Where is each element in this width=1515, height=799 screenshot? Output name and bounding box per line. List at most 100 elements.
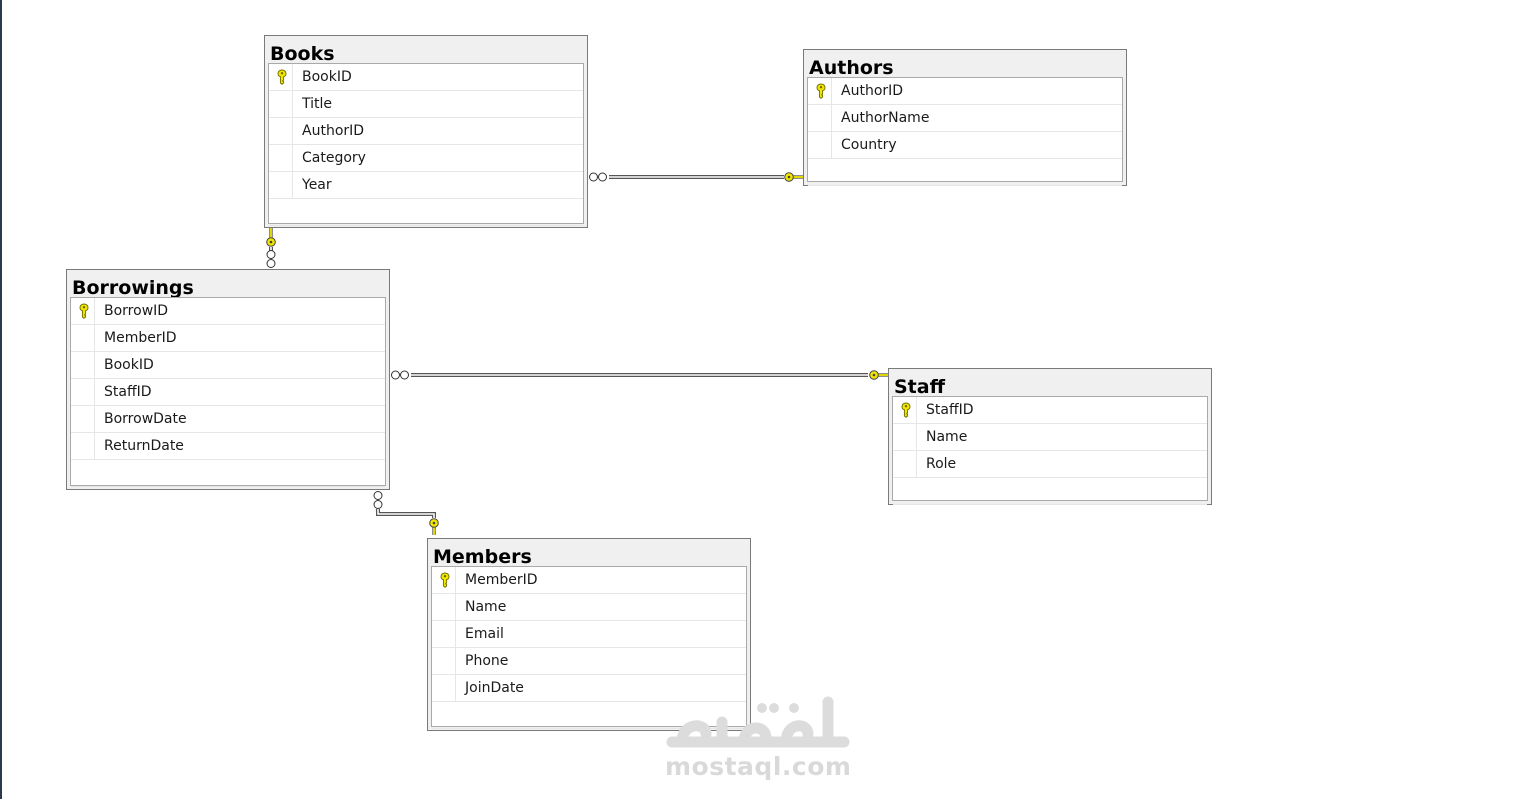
column-row[interactable]: BookID xyxy=(71,352,385,379)
row-selector[interactable] xyxy=(269,64,293,90)
rel-books-authors-key-icon-hole xyxy=(787,175,791,179)
row-selector[interactable] xyxy=(432,675,456,701)
table-title[interactable]: Borrowings xyxy=(72,277,194,299)
new-column-row[interactable] xyxy=(71,460,385,487)
row-selector[interactable] xyxy=(808,78,832,104)
column-name: BookID xyxy=(104,357,154,373)
row-selector[interactable] xyxy=(432,621,456,647)
rel-borrowings-books-many-icon xyxy=(266,250,276,259)
row-selector[interactable] xyxy=(269,145,293,171)
column-row[interactable]: ReturnDate xyxy=(71,433,385,460)
row-selector[interactable] xyxy=(893,424,917,450)
column-name: BookID xyxy=(302,69,352,85)
column-name: Title xyxy=(302,96,333,112)
table-title[interactable]: Books xyxy=(270,43,335,65)
row-selector[interactable] xyxy=(893,397,917,423)
column-name: ReturnDate xyxy=(104,438,184,454)
row-selector[interactable] xyxy=(432,567,456,593)
column-row[interactable]: AuthorName xyxy=(808,105,1122,132)
column-row[interactable]: Role xyxy=(893,451,1207,478)
column-row[interactable]: BookID xyxy=(269,64,583,91)
column-name: StaffID xyxy=(104,384,152,400)
row-selector[interactable] xyxy=(808,105,832,131)
column-row[interactable]: StaffID xyxy=(893,397,1207,424)
column-row[interactable]: BorrowID xyxy=(71,298,385,325)
row-selector[interactable] xyxy=(71,433,95,459)
table-title[interactable]: Authors xyxy=(809,57,894,79)
column-row[interactable]: BorrowDate xyxy=(71,406,385,433)
column-row[interactable]: AuthorID xyxy=(269,118,583,145)
table-title[interactable]: Staff xyxy=(894,376,945,398)
column-row[interactable]: JoinDate xyxy=(432,675,746,702)
row-selector[interactable] xyxy=(71,406,95,432)
rel-books-authors-many-icon-b xyxy=(598,172,607,182)
rel-borrowings-staff-key-icon-hole xyxy=(872,373,876,377)
column-name: Category xyxy=(302,150,366,166)
column-name: MemberID xyxy=(465,572,538,588)
column-row[interactable]: Category xyxy=(269,145,583,172)
row-selector[interactable] xyxy=(71,298,95,324)
column-row[interactable]: MemberID xyxy=(71,325,385,352)
table-title[interactable]: Members xyxy=(433,546,532,568)
primary-key-icon xyxy=(816,83,826,99)
column-row[interactable]: Year xyxy=(269,172,583,199)
new-column-row[interactable] xyxy=(432,702,746,729)
new-column-row[interactable] xyxy=(269,199,583,226)
rel-borrowings-members-many-icon xyxy=(373,491,383,500)
primary-key-icon xyxy=(79,303,89,319)
new-column-row[interactable] xyxy=(893,478,1207,505)
row-selector[interactable] xyxy=(71,379,95,405)
row-selector[interactable] xyxy=(269,118,293,144)
column-name: AuthorName xyxy=(841,110,930,126)
rel-borrowings-members-key-icon-hole xyxy=(432,521,436,525)
mostaql-logo-mark xyxy=(666,696,850,748)
column-row[interactable]: Name xyxy=(893,424,1207,451)
column-name: AuthorID xyxy=(841,83,904,99)
primary-key-icon xyxy=(440,572,450,588)
window-left-edge xyxy=(0,0,2,799)
column-name: Country xyxy=(841,137,897,153)
row-selector[interactable] xyxy=(269,91,293,117)
column-name: Name xyxy=(926,429,968,445)
rel-borrowings-staff-many-icon xyxy=(391,370,400,380)
column-name: Year xyxy=(302,177,332,193)
primary-key-icon xyxy=(901,402,911,418)
column-row[interactable]: AuthorID xyxy=(808,78,1122,105)
rel-borrowings-members-many-icon-b xyxy=(373,500,383,509)
column-name: MemberID xyxy=(104,330,177,346)
column-name: StaffID xyxy=(926,402,974,418)
row-selector[interactable] xyxy=(432,594,456,620)
column-name: Email xyxy=(465,626,504,642)
column-name: BorrowDate xyxy=(104,411,187,427)
column-row[interactable]: MemberID xyxy=(432,567,746,594)
column-row[interactable]: Title xyxy=(269,91,583,118)
rel-borrowings-books-many-icon-b xyxy=(266,259,276,268)
row-selector[interactable] xyxy=(432,648,456,674)
column-row[interactable]: Email xyxy=(432,621,746,648)
column-name: Role xyxy=(926,456,957,472)
row-selector[interactable] xyxy=(269,172,293,198)
row-selector[interactable] xyxy=(71,325,95,351)
column-name: AuthorID xyxy=(302,123,365,139)
rel-borrowings-staff-many-icon-b xyxy=(400,370,409,380)
column-row[interactable]: Name xyxy=(432,594,746,621)
column-row[interactable]: Phone xyxy=(432,648,746,675)
column-row[interactable]: StaffID xyxy=(71,379,385,406)
row-selector[interactable] xyxy=(893,451,917,477)
row-selector[interactable] xyxy=(71,352,95,378)
column-row[interactable]: Country xyxy=(808,132,1122,159)
new-column-row[interactable] xyxy=(808,159,1122,186)
row-selector[interactable] xyxy=(808,132,832,158)
column-name: BorrowID xyxy=(104,303,169,319)
